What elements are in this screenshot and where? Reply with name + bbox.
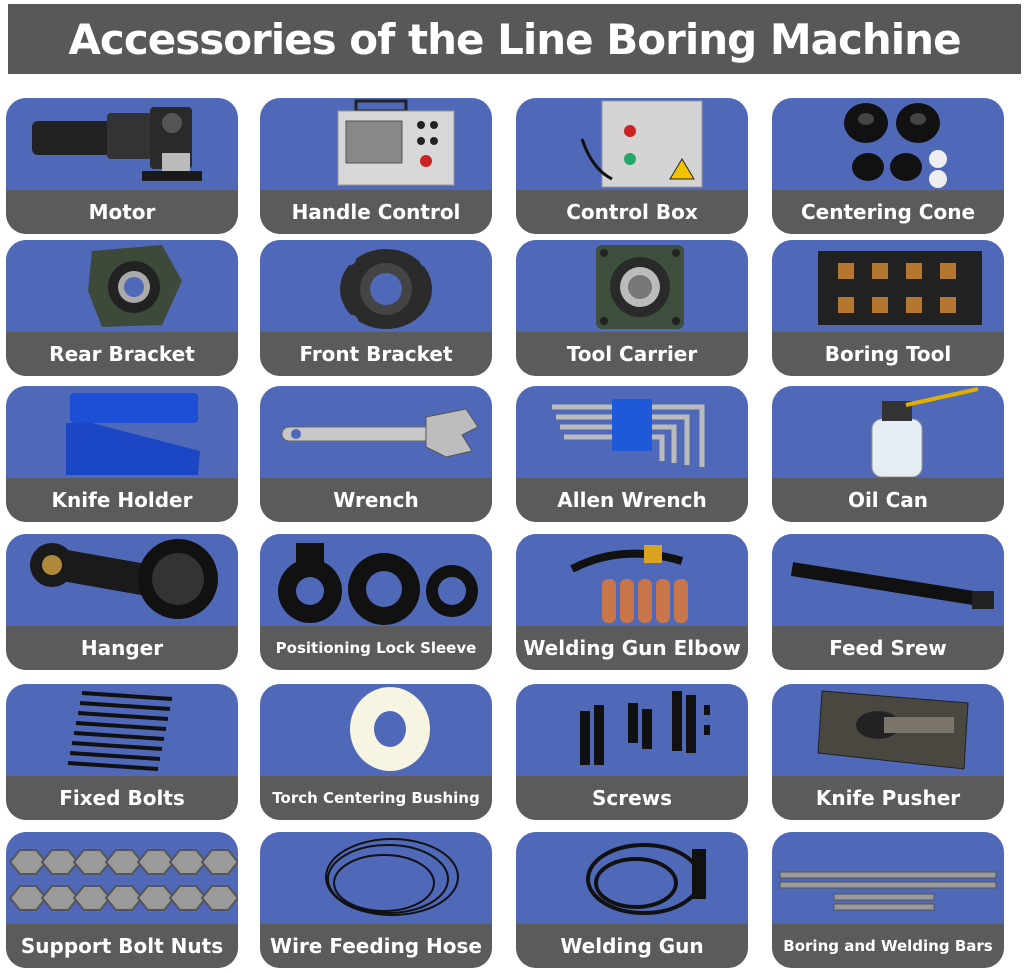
label-bar: Allen Wrench [516,478,748,522]
label-bar: Screws [516,776,748,820]
wrench-icon [260,386,492,478]
bolts-icon [6,684,238,776]
control-box-icon [516,98,748,190]
label-bar: Welding Gun [516,924,748,968]
label-bar: Fixed Bolts [6,776,238,820]
item-label: Wire Feeding Hose [270,934,482,958]
card-positioning-lock-sleeve: Positioning Lock Sleeve [260,534,492,670]
ring-icon [260,534,492,626]
page-title: Accessories of the Line Boring Machine [68,14,961,64]
label-bar: Support Bolt Nuts [6,924,238,968]
hose-icon [260,832,492,924]
allen-key-icon [516,386,748,478]
label-bar: Wire Feeding Hose [260,924,492,968]
card-wrench: Wrench [260,386,492,522]
item-label: Front Bracket [299,342,453,366]
item-label: Hanger [80,636,164,660]
item-label: Handle Control [291,200,461,224]
label-bar: Oil Can [772,478,1004,522]
bushing-icon [260,684,492,776]
card-front-bracket: Front Bracket [260,240,492,376]
item-label: Knife Holder [51,488,193,512]
knife-holder-icon [6,386,238,478]
label-bar: Welding Gun Elbow [516,626,748,670]
label-bar: Hanger [6,626,238,670]
item-label: Centering Cone [800,200,976,224]
card-handle-control: Handle Control [260,98,492,234]
item-label: Boring and Welding Bars [783,937,993,955]
steel-block-icon [772,684,1004,776]
card-screws: Screws [516,684,748,820]
item-label: Boring Tool [824,342,952,366]
title-banner: Accessories of the Line Boring Machine [8,4,1021,74]
item-label: Welding Gun [560,934,704,958]
item-label: Fixed Bolts [59,786,185,810]
label-bar: Front Bracket [260,332,492,376]
label-bar: Control Box [516,190,748,234]
label-bar: Wrench [260,478,492,522]
card-allen-wrench: Allen Wrench [516,386,748,522]
item-label: Wrench [333,488,419,512]
label-bar: Rear Bracket [6,332,238,376]
label-bar: Boring Tool [772,332,1004,376]
label-bar: Knife Pusher [772,776,1004,820]
item-label: Welding Gun Elbow [523,636,741,660]
label-bar: Knife Holder [6,478,238,522]
item-label: Rear Bracket [49,342,195,366]
card-support-bolt-nuts: Support Bolt Nuts [6,832,238,968]
item-label: Allen Wrench [557,488,707,512]
item-label: Feed Srew [829,636,947,660]
card-welding-gun: Welding Gun [516,832,748,968]
bracket-icon [6,240,238,332]
item-label: Control Box [566,200,698,224]
card-feed-screw: Feed Srew [772,534,1004,670]
label-bar: Feed Srew [772,626,1004,670]
item-label: Oil Can [847,488,929,512]
cone-icon [772,98,1004,190]
card-boring-welding-bars: Boring and Welding Bars [772,832,1004,968]
card-hanger: Hanger [6,534,238,670]
label-bar: Handle Control [260,190,492,234]
screw-rod-icon [772,534,1004,626]
card-fixed-bolts: Fixed Bolts [6,684,238,820]
screws-icon [516,684,748,776]
card-control-box: Control Box [516,98,748,234]
item-label: Motor [88,200,156,224]
inserts-icon [772,240,1004,332]
label-bar: Tool Carrier [516,332,748,376]
bearing-block-icon [516,240,748,332]
item-label: Knife Pusher [815,786,961,810]
card-boring-tool: Boring Tool [772,240,1004,376]
card-centering-cone: Centering Cone [772,98,1004,234]
flange-icon [260,240,492,332]
oil-can-icon [772,386,1004,478]
card-oil-can: Oil Can [772,386,1004,522]
welding-gun-icon [516,832,748,924]
card-rear-bracket: Rear Bracket [6,240,238,376]
nuts-icon [6,832,238,924]
item-label: Support Bolt Nuts [20,934,224,958]
motor-icon [6,98,238,190]
item-label: Screws [591,786,673,810]
hanger-icon [6,534,238,626]
card-knife-holder: Knife Holder [6,386,238,522]
label-bar: Torch Centering Bushing [260,776,492,820]
elbow-icon [516,534,748,626]
label-bar: Positioning Lock Sleeve [260,626,492,670]
card-welding-gun-elbow: Welding Gun Elbow [516,534,748,670]
control-panel-icon [260,98,492,190]
label-bar: Centering Cone [772,190,1004,234]
label-bar: Boring and Welding Bars [772,924,1004,968]
item-label: Tool Carrier [566,342,698,366]
card-wire-feeding-hose: Wire Feeding Hose [260,832,492,968]
bars-icon [772,832,1004,924]
card-motor: Motor [6,98,238,234]
card-knife-pusher: Knife Pusher [772,684,1004,820]
item-label: Torch Centering Bushing [272,789,480,807]
card-torch-centering-bushing: Torch Centering Bushing [260,684,492,820]
card-tool-carrier: Tool Carrier [516,240,748,376]
label-bar: Motor [6,190,238,234]
item-label: Positioning Lock Sleeve [275,639,477,657]
